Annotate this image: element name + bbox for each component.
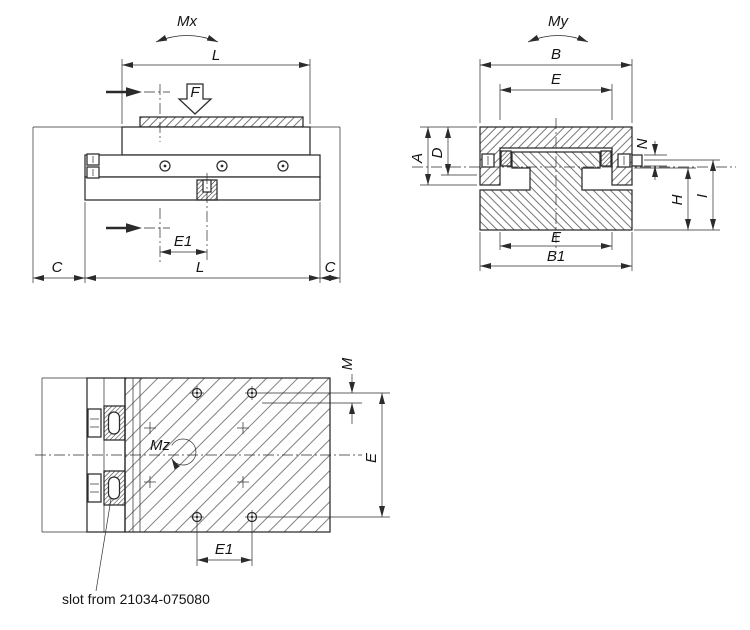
dim-label-C-right: C [325,259,336,276]
my-moment-arc-icon [527,34,589,43]
front-view: F Mx L E1 C L C [32,13,341,283]
dim-H: H [634,167,696,230]
dim-L-top: L [121,47,311,124]
dim-B1: B1 [479,232,633,271]
dim-E1-front: E1 [160,233,207,255]
dim-E1-plan: E1 [196,524,253,566]
dim-label-H: H [669,194,686,205]
dim-M: M [259,357,390,424]
dim-E-bottom: E [499,229,613,250]
dim-label-L-bottom: L [196,259,204,276]
dim-label-E-top: E [551,71,562,88]
slot-top [107,411,121,435]
section-plane-arrow-bottom [106,223,142,233]
dim-B-top: B [479,46,633,123]
slot-note-text: slot from 21034-075080 [62,591,210,607]
clamped-plate-section [139,116,304,128]
dim-label-M: M [339,357,356,370]
dim-CLC-bottom: C L C [33,202,340,283]
mz-moment-arc-icon [171,438,197,470]
force-label: F [190,84,200,101]
dim-D: D [429,127,477,176]
force-arrow-icon [177,83,213,115]
section-view: My B E A D [409,13,736,271]
my-label: My [548,13,569,30]
section-arrow-icon [126,223,142,233]
dim-label-E-bottom: E [551,229,562,246]
gib-strip-right [600,150,612,167]
center-marks [144,422,249,488]
dim-label-E1-front: E1 [174,233,192,250]
dim-E-plan: E [259,393,390,518]
plan-view: Mz M E E1 slot from 21034-075080 [35,357,390,607]
dim-label-E-plan: E [363,452,380,463]
section-plane-arrow-top [106,87,142,97]
force-arrow: F [177,83,213,115]
dim-label-D: D [429,147,446,158]
saddle-front [121,126,311,156]
note-leader-line [95,498,112,592]
moment-mz: Mz [150,437,197,470]
mx-moment-arc-icon [155,34,219,43]
slide-body-front [84,116,321,201]
moment-mx: Mx [155,13,219,43]
section-arrow-icon [126,87,142,97]
gib-strip-left [500,150,512,167]
dim-label-C-left: C [52,259,63,276]
travel-extent-lines [32,126,341,283]
clamp-screw-bottom [87,473,102,503]
dim-label-I: I [694,194,711,198]
mx-label: Mx [177,13,197,30]
plate-holes [190,386,259,524]
dim-E-top: E [499,71,613,120]
slot-note: slot from 21034-075080 [62,498,210,607]
moment-my: My [527,13,589,43]
dim-I: I [634,159,720,231]
clamp-screw-top [87,408,102,438]
dim-label-A: A [409,153,426,164]
saddle-section [479,126,633,186]
screw-head-right [631,154,643,167]
dim-label-B1: B1 [547,248,565,265]
dim-label-E1-plan: E1 [215,541,233,558]
dim-label-L-top: L [212,47,220,64]
slot-bottom [107,476,121,500]
mz-label: Mz [150,437,170,454]
dim-label-N: N [634,138,651,149]
dim-label-B: B [551,46,561,63]
